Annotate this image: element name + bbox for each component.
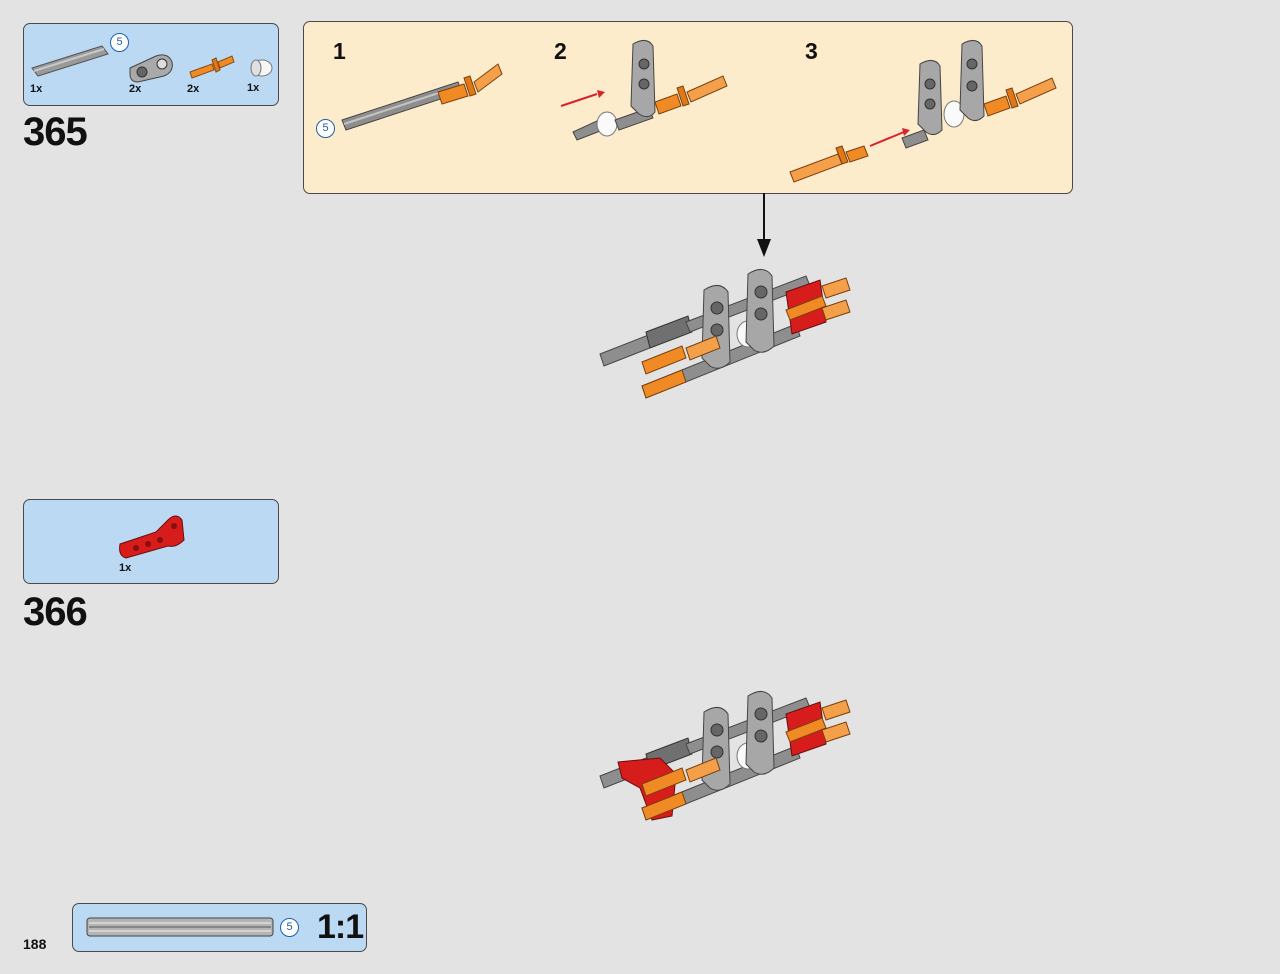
substep-3-illustration xyxy=(789,40,1057,183)
part-qty: 1x xyxy=(119,562,132,574)
axle-length-badge: 5 xyxy=(280,918,299,937)
substep-1-illustration xyxy=(341,63,503,131)
orange-axle-pin-icon xyxy=(189,55,235,79)
axle-length-badge: 5 xyxy=(110,33,129,52)
step-365-assembly-illustration xyxy=(599,269,851,399)
part-qty: 1x xyxy=(30,83,43,95)
axle-length-badge: 5 xyxy=(316,119,335,138)
scale-axle-ruler-icon xyxy=(86,917,274,937)
gray-axle-5-icon xyxy=(31,45,109,77)
sub-assembly-callout: 1 2 3 5 xyxy=(303,21,1073,194)
scale-label: 1:1 xyxy=(317,908,364,946)
substep-number-2: 2 xyxy=(554,38,567,64)
parts-list-box-365: 5 1x 2x 2x 1x xyxy=(23,23,279,106)
part-qty: 1x xyxy=(247,82,260,94)
step-number-366: 366 xyxy=(23,590,88,634)
step-number-365: 365 xyxy=(23,110,88,154)
step-366-assembly-illustration xyxy=(599,691,851,821)
parts-list-box-366: 1x xyxy=(23,499,279,584)
scale-ruler-box: 5 1:1 xyxy=(72,903,367,952)
part-qty: 2x xyxy=(187,83,200,95)
down-arrow-icon xyxy=(757,193,771,257)
page-number: 188 xyxy=(23,936,47,952)
substep-number-3: 3 xyxy=(805,38,818,64)
substep-2-illustration xyxy=(560,40,728,141)
substep-number-1: 1 xyxy=(333,38,346,64)
white-bush-icon xyxy=(250,59,273,77)
red-bent-liftarm-icon xyxy=(119,515,185,559)
part-qty: 2x xyxy=(129,83,142,95)
gray-axle-pin-connector-icon xyxy=(129,54,173,83)
